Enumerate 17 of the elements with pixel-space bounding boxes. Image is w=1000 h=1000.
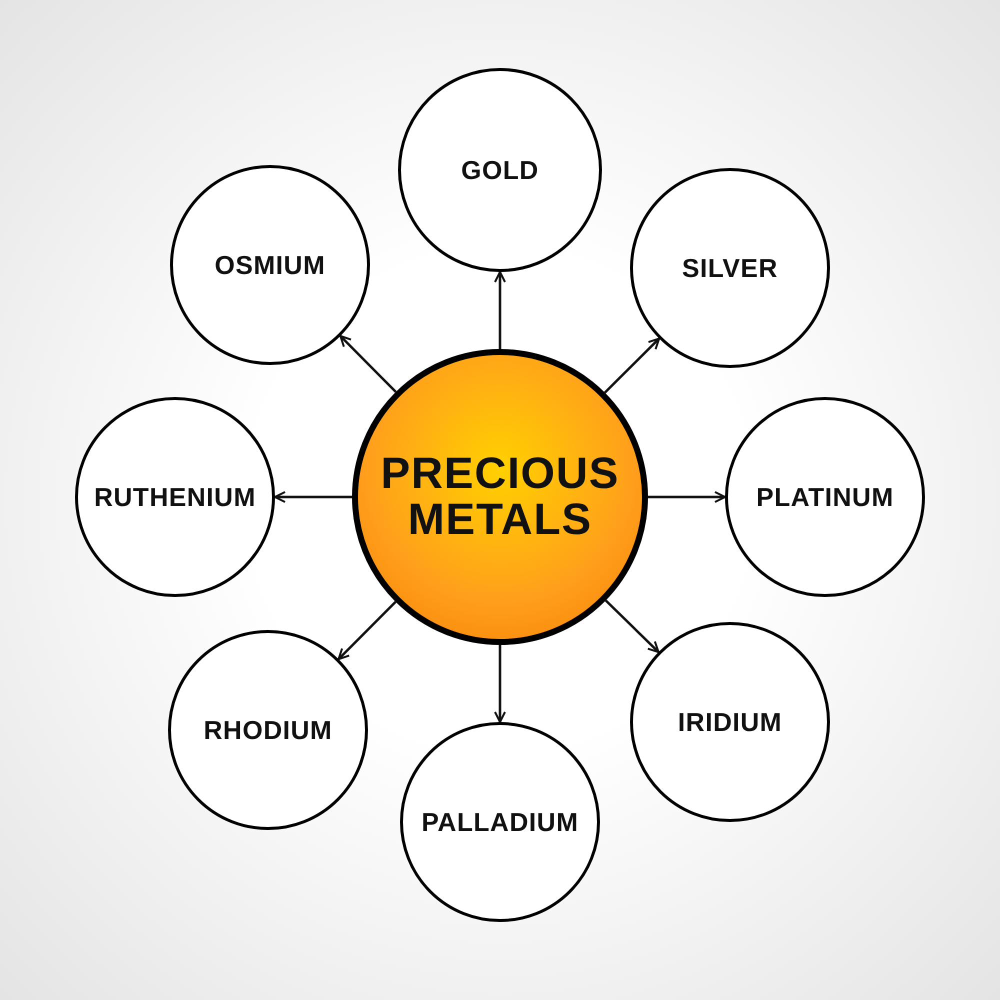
topic-label: PALLADIUM [420, 806, 580, 838]
topic-label: PLATINUM [755, 480, 895, 514]
central-title: PRECIOUS METALS [380, 450, 620, 544]
arrow [604, 600, 660, 654]
topic-label: IRIDIUM [676, 706, 784, 738]
topic-label: GOLD [460, 154, 540, 186]
arrow [494, 271, 506, 349]
arrow [274, 491, 352, 503]
arrow [494, 645, 506, 723]
topic-label: SILVER [681, 252, 779, 284]
topic-label: RUTHENIUM [93, 480, 257, 514]
arrow [604, 338, 660, 394]
arrow [338, 601, 396, 660]
topic-label: OSMIUM [214, 248, 326, 282]
arrow [339, 335, 397, 393]
topic-label: RHODIUM [202, 714, 334, 746]
arrow [648, 491, 726, 503]
